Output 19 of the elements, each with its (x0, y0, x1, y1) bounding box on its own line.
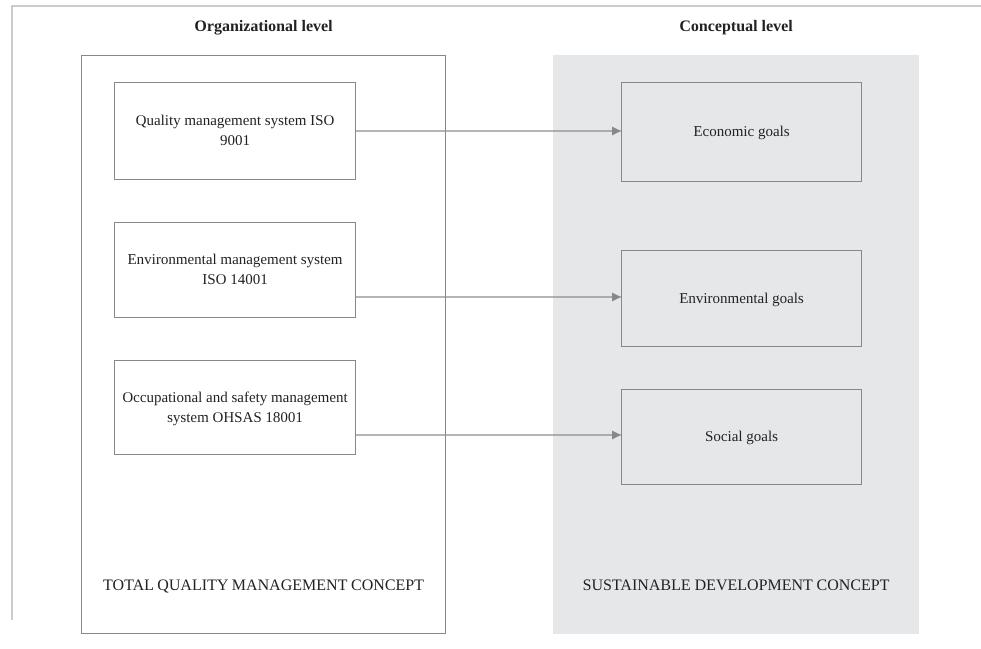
arrow (356, 430, 621, 440)
arrow (356, 292, 621, 302)
panel-heading: Conceptual level (678, 18, 794, 36)
text-box (621, 250, 862, 347)
text-box (114, 360, 356, 455)
box-label: Economic goals (692, 123, 791, 142)
box-label: Quality management system ISO 9001 (134, 112, 336, 151)
text-box (114, 222, 356, 318)
box-label: Environmental management system ISO 14001 (126, 251, 344, 290)
panel-heading: Organizational level (193, 18, 334, 36)
box-label: Occupational and safety management system OHSAS 18001 (121, 388, 349, 428)
panel-title: SUSTAINABLE DEVELOPMENT CONCEPT (582, 576, 890, 596)
text-box (114, 82, 356, 180)
panel-title: TOTAL QUALITY MANAGEMENT CONCEPT (102, 576, 425, 596)
text-box (621, 82, 862, 182)
box-label: Social goals (704, 428, 779, 447)
text-box (621, 389, 862, 485)
box-label: Environmental goals (678, 290, 805, 308)
arrow (356, 126, 621, 136)
